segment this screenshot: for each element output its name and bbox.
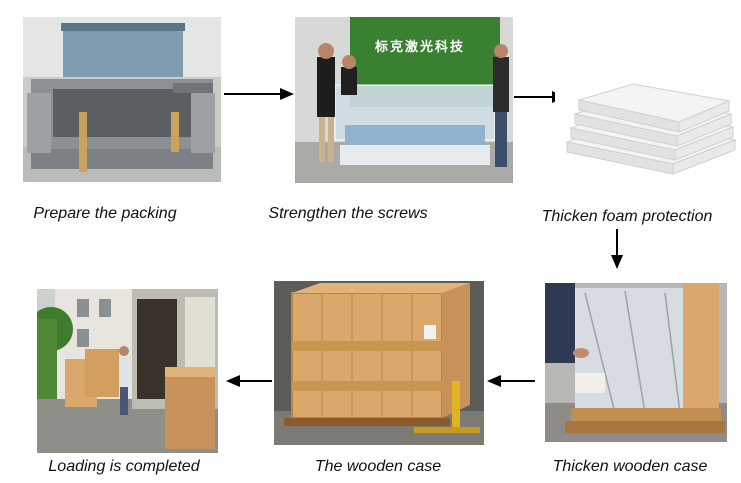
arrow-right-icon — [224, 86, 294, 102]
wooden-crate-photo — [274, 281, 484, 445]
step-caption: Prepare the packing — [33, 205, 177, 222]
arrow-left-icon — [487, 373, 535, 389]
arrow-down-icon — [609, 229, 625, 269]
arrow-left-icon — [226, 373, 272, 389]
workers-wrapped-machine-photo: 标克激光科技 — [295, 17, 513, 183]
step-caption: Loading is completed — [48, 458, 200, 475]
foam-sheets-photo — [555, 70, 741, 185]
step-caption: Strengthen the screws — [268, 205, 428, 222]
step-caption: Thicken foam protection — [541, 208, 713, 225]
wooden-case-foil-photo — [545, 283, 727, 442]
laser-machine-photo — [23, 17, 221, 182]
step-caption: The wooden case — [314, 458, 442, 475]
step-caption: Thicken wooden case — [552, 458, 708, 475]
company-sign-text: 标克激光科技 — [375, 39, 466, 54]
loading-truck-photo — [37, 289, 218, 453]
